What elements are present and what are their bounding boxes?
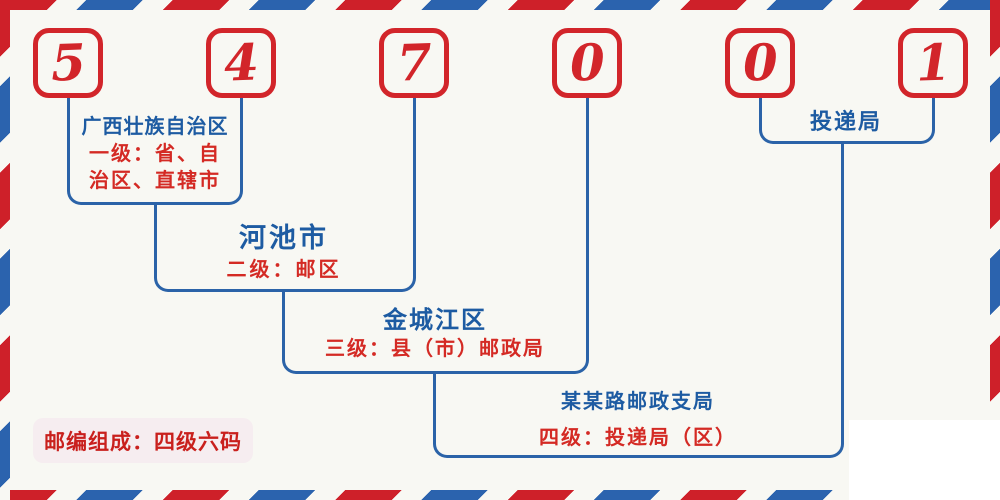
connector-digit3: [412, 98, 416, 276]
corner-patch: [849, 420, 1000, 500]
level1-desc-line1: 一级：省、自: [89, 143, 221, 165]
airmail-stripe-top: [0, 0, 1000, 10]
stem-level3-to-level4: [432, 374, 436, 442]
stem-level1-to-level2: [153, 205, 157, 276]
label-delivery-office: 投递局: [768, 109, 924, 135]
digit-box-5: 0: [725, 28, 795, 98]
digit-3: 7: [395, 32, 433, 93]
connector-digit4: [585, 98, 589, 358]
bracket-level2: [153, 274, 416, 292]
level3-district-name: 金城江区: [383, 308, 487, 334]
level2-city-name: 河池市: [239, 223, 329, 253]
label-level2: 河池市 二级：邮区: [159, 222, 409, 282]
digit-box-6: 1: [898, 28, 968, 98]
connector-digit1: [66, 98, 70, 188]
digit-6: 1: [914, 32, 952, 93]
digit-box-1: 5: [33, 28, 103, 98]
label-level4: 某某路邮政支局 四级：投递局（区）: [488, 390, 788, 450]
digit-box-3: 7: [379, 28, 449, 98]
airmail-stripe-left: [0, 0, 10, 500]
connector-digit6: [931, 98, 935, 128]
connector-digit2: [239, 98, 243, 188]
level3-desc: 三级：县（市）邮政局: [325, 338, 545, 360]
level4-desc: 四级：投递局（区）: [539, 427, 737, 449]
digit-box-4: 0: [552, 28, 622, 98]
digit-box-2: 4: [206, 28, 276, 98]
bracket-level1: [66, 187, 243, 205]
label-level1: 广西壮族自治区 一级：省、自 治区、直辖市: [55, 114, 255, 195]
airmail-stripe-bottom: [0, 490, 1000, 500]
level2-desc: 二级：邮区: [226, 259, 342, 281]
stem-level2-to-level3: [281, 292, 285, 358]
digit-2: 4: [222, 32, 260, 93]
postal-code-composition-badge: 邮编组成：四级六码: [33, 418, 253, 463]
stem-delivery-to-level4: [840, 144, 844, 442]
bracket-level3: [281, 356, 589, 374]
level4-branch-name: 某某路邮政支局: [561, 391, 715, 413]
digit-5: 0: [741, 32, 779, 93]
connector-digit5: [758, 98, 762, 128]
label-level3: 金城江区 三级：县（市）邮政局: [285, 306, 585, 360]
level1-desc-line2: 治区、直辖市: [89, 170, 221, 192]
bracket-level4: [432, 440, 844, 458]
digit-4: 0: [568, 32, 606, 93]
level1-region-name: 广西壮族自治区: [81, 116, 229, 138]
digit-1: 5: [49, 32, 87, 93]
airmail-stripe-right: [990, 0, 1000, 500]
bracket-delivery: [758, 126, 935, 144]
badge-text: 邮编组成：四级六码: [44, 429, 242, 454]
delivery-office-name: 投递局: [809, 109, 882, 134]
